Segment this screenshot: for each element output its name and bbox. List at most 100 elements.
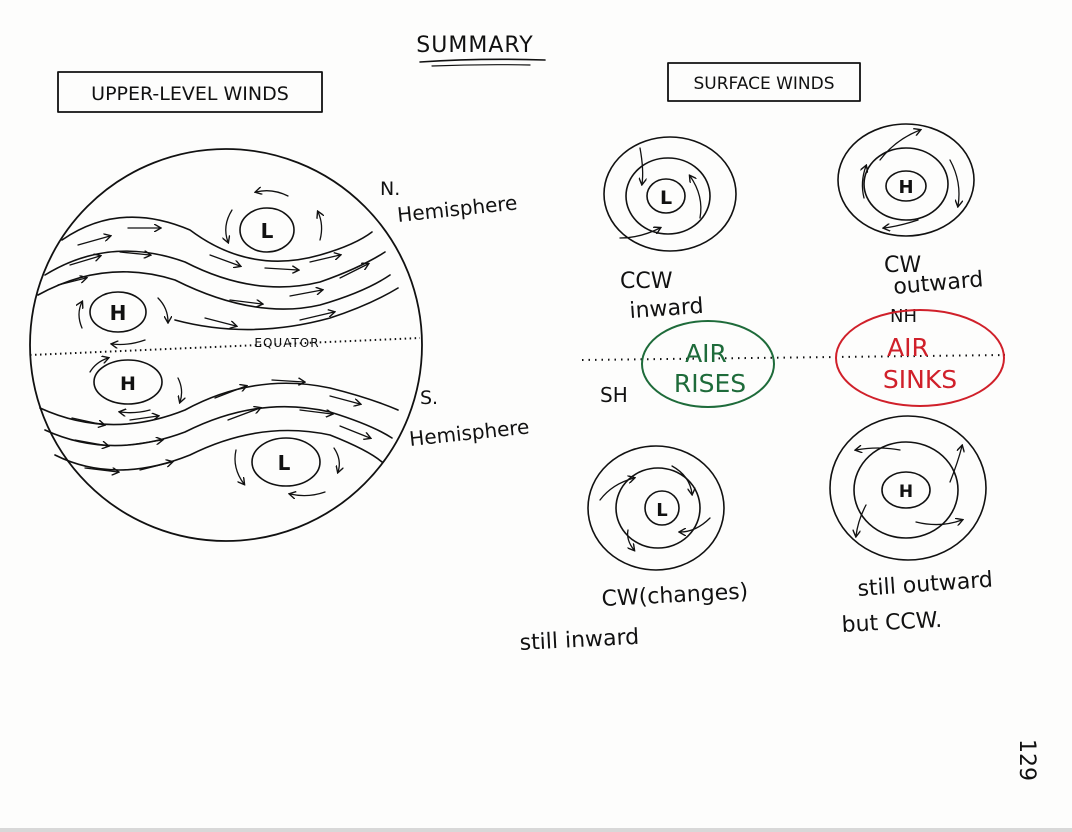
sh-high-inner-ring <box>881 471 931 509</box>
globe-outline <box>29 148 423 542</box>
upper-level-winds-label: UPPER-LEVEL WINDS <box>91 83 289 105</box>
air-sinks-line-1: AIR <box>887 333 929 362</box>
sh-low-symbol: L <box>278 451 291 475</box>
nh-low-symbol: L <box>261 219 274 243</box>
sh-high-caption-2: but CCW. <box>841 608 943 638</box>
surface-winds-box <box>667 62 861 102</box>
sh-high-circulation-arrow <box>177 377 182 402</box>
surface-winds-label: SURFACE WINDS <box>693 74 834 94</box>
sh-low-outer-ring <box>587 445 725 571</box>
n-hemisphere-label-2: Hemisphere <box>396 191 518 227</box>
sh-high-middle-ring <box>853 441 959 539</box>
nh-high-middle-ring <box>863 147 949 221</box>
flow-arrow <box>299 410 332 414</box>
n-hemisphere-label-1: N. <box>380 178 400 200</box>
page-bottom-edge <box>0 828 1072 832</box>
air-rises-ring <box>641 320 775 408</box>
flow-arrow <box>129 440 162 446</box>
upper-level-winds-box <box>57 71 323 113</box>
page-number: 129 <box>1014 739 1039 781</box>
flow-arrow <box>214 386 246 399</box>
flow-arrow <box>204 317 236 326</box>
title-underline <box>419 58 546 63</box>
nh-flow-line <box>174 287 399 331</box>
air-sinks-ring <box>835 309 1005 407</box>
nh-low-circulation-arrow <box>226 209 233 242</box>
flow-arrow <box>227 408 260 421</box>
inflow-arrow <box>690 176 702 219</box>
flow-arrow <box>84 468 118 472</box>
sh-low-inner-ring <box>644 490 680 526</box>
sh-tag: SH <box>600 383 628 407</box>
nh-high-caption-1: CW <box>884 253 921 278</box>
nh-high-symbol: H <box>110 301 127 325</box>
air-sinks-bubble: AIR SINKS <box>835 309 1005 407</box>
sh-surface-high-symbol: H <box>899 482 913 502</box>
nh-low-middle-ring <box>625 157 711 235</box>
flow-arrow <box>289 290 322 297</box>
flow-arrow <box>129 416 158 420</box>
sh-high-symbol: H <box>120 373 136 395</box>
flow-arrow <box>69 256 100 266</box>
nh-surface-high-symbol: H <box>898 177 913 198</box>
s-hemisphere-label-2: Hemisphere <box>408 415 530 451</box>
outflow-arrow <box>884 219 919 228</box>
sh-surface-low-symbol: L <box>656 500 667 521</box>
nh-high-circulation-arrow <box>157 297 168 322</box>
inflow-arrow <box>599 478 634 501</box>
flow-arrow <box>119 252 150 255</box>
inflow-arrow <box>626 529 634 550</box>
inflow-arrow <box>619 228 660 239</box>
outflow-arrow <box>856 448 901 450</box>
outflow-arrow <box>949 446 962 483</box>
flow-arrow <box>139 462 172 471</box>
sh-high-center <box>93 359 163 405</box>
nh-low-caption-2: inward <box>629 294 705 324</box>
nh-flow-line <box>37 271 391 310</box>
sh-low-center <box>251 437 321 487</box>
air-rises-bubble: AIR RISES <box>641 320 775 408</box>
globe-diagram: EQUATOR L H <box>29 148 423 542</box>
outflow-arrow <box>949 159 959 206</box>
s-hemisphere-label-1: S. <box>420 387 438 409</box>
inflow-arrow <box>680 517 711 532</box>
sh-surface-high: H <box>829 415 987 561</box>
page-title: SUMMARY <box>416 33 533 58</box>
nh-low-center <box>239 207 295 253</box>
sh-low-circulation-arrow <box>290 492 326 496</box>
inflow-arrow <box>671 465 692 494</box>
sh-low-circulation-arrow <box>234 449 244 484</box>
nh-high-center <box>89 291 147 333</box>
air-rises-line-2: RISES <box>674 369 746 398</box>
sh-high-outer-ring <box>829 415 987 561</box>
nh-surface-low: L <box>603 136 737 252</box>
flow-arrow <box>299 312 334 321</box>
air-sinks-line-2: SINKS <box>883 365 957 394</box>
flow-arrow <box>229 300 262 304</box>
sh-high-circulation-arrow <box>120 410 151 413</box>
title-underline-2 <box>431 64 531 67</box>
outflow-arrow <box>862 166 866 199</box>
outflow-arrow <box>856 504 867 536</box>
air-rises-line-1: AIR <box>685 339 727 368</box>
surface-equator-line <box>581 354 1006 361</box>
sh-low-caption-2: still inward <box>519 625 640 656</box>
flow-arrow <box>209 254 240 266</box>
sh-flow-line <box>54 429 383 471</box>
outflow-arrow <box>879 130 920 161</box>
nh-low-caption-1: CCW <box>620 269 673 294</box>
nh-surface-high: H <box>837 123 975 237</box>
nh-high-circulation-arrow <box>112 339 146 345</box>
flow-arrow <box>309 255 340 263</box>
flow-arrow <box>264 268 298 270</box>
flow-arrow <box>339 425 370 438</box>
nh-high-inner-ring <box>885 170 927 202</box>
nh-flow-line <box>61 216 373 262</box>
sh-low-caption-1: CW(changes) <box>601 579 749 612</box>
sh-high-circulation-arrow <box>89 358 108 373</box>
flow-arrow <box>339 264 368 279</box>
equator-label: EQUATOR <box>254 336 319 350</box>
flow-arrow <box>271 380 304 382</box>
nh-flow-line <box>44 250 386 288</box>
